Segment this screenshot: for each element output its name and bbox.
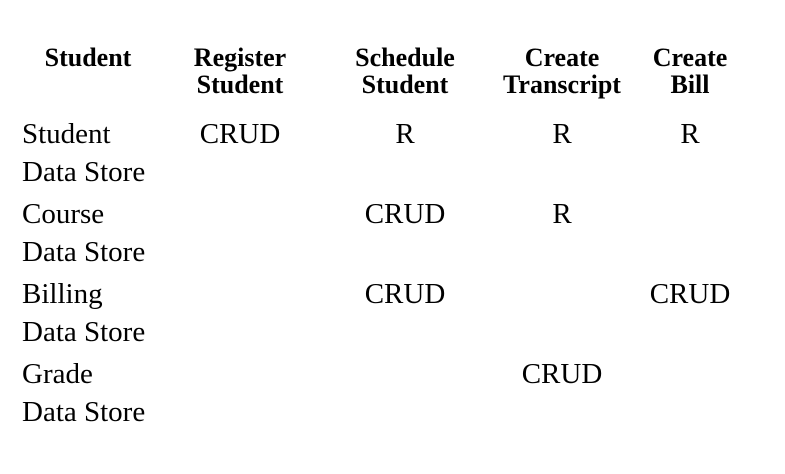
table-row-grade-data-store: Grade Data Store CRUD	[22, 355, 740, 431]
column-header-student: Student	[44, 43, 132, 72]
cell-course-schedule-student: CRUD	[364, 198, 446, 230]
crud-matrix-table: Student Register Student Schedule Studen…	[22, 44, 740, 435]
cell-student-register-student: CRUD	[199, 118, 281, 150]
table-row-course-data-store: Course Data Store CRUD R	[22, 195, 740, 271]
row-header-billing-data-store: Billing Data Store	[22, 278, 146, 348]
row-header-course-data-store: Course Data Store	[22, 198, 146, 268]
table-row-student-data-store: Student Data Store CRUD R R R	[22, 115, 740, 191]
table-row-billing-data-store: Billing Data Store CRUD CRUD	[22, 275, 740, 351]
cell-billing-create-bill: CRUD	[649, 278, 731, 310]
column-header-register-student: Register Student	[193, 43, 287, 99]
table-header-row: Student Register Student Schedule Studen…	[22, 44, 740, 98]
cell-student-create-bill: R	[680, 118, 700, 150]
column-header-create-transcript: Create Transcript	[503, 43, 621, 99]
column-header-create-bill: Create Bill	[652, 43, 728, 99]
column-header-schedule-student: Schedule Student	[355, 43, 455, 99]
cell-grade-create-transcript: CRUD	[521, 358, 603, 390]
row-header-student-data-store: Student Data Store	[22, 118, 146, 188]
row-header-grade-data-store: Grade Data Store	[22, 358, 146, 428]
cell-student-create-transcript: R	[552, 118, 572, 150]
cell-student-schedule-student: R	[395, 118, 415, 150]
cell-billing-schedule-student: CRUD	[364, 278, 446, 310]
cell-course-create-transcript: R	[552, 198, 572, 230]
